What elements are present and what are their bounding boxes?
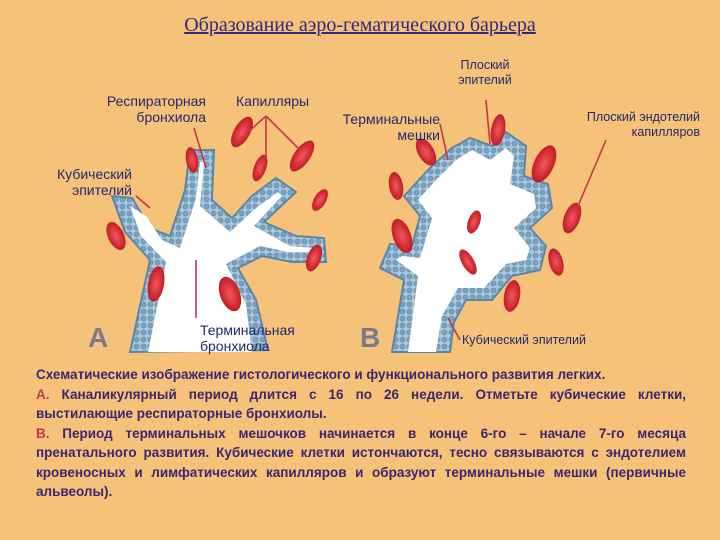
caption-b-text: Период терминальных мешочков начинается … — [36, 425, 686, 500]
histology-illustration — [106, 99, 607, 354]
label-flat-endothelium: Плоский эндотелий капилляров — [586, 110, 700, 139]
label-cubic-epithelium-left: Кубический эпителий — [57, 166, 132, 198]
panel-a-letter: A — [88, 322, 109, 353]
caption-b: В. Период терминальных мешочков начинает… — [36, 424, 686, 502]
pointer-lines — [135, 99, 607, 341]
label-flat-epithelium: Плоский эпителий — [458, 58, 512, 87]
label-terminal-bronchiole: Терминальная бронхиола — [200, 322, 295, 354]
caption-b-letter: В. — [36, 425, 50, 441]
label-capillaries: Капилляры — [236, 93, 310, 109]
label-cubic-epithelium-right: Кубический эпителий — [462, 333, 586, 347]
panel-b-letter: B — [360, 322, 381, 353]
panel-a-bronchiole — [110, 149, 328, 354]
page-title: Образование аэро-гематического барьера — [184, 14, 536, 36]
caption-a-letter: А. — [36, 386, 50, 402]
caption: Схематические изображение гистологическо… — [36, 365, 686, 502]
capillaries — [106, 114, 582, 312]
caption-intro: Схематические изображение гистологическо… — [36, 367, 606, 382]
label-respiratory-bronchiole: Респираторная бронхиола — [106, 93, 206, 125]
label-terminal-sacs: Терминальные мешки — [342, 111, 440, 143]
caption-a-text: Каналикулярный период длится с 16 по 26 … — [36, 386, 686, 422]
caption-a: А. Каналикулярный период длится с 16 по … — [36, 385, 686, 424]
